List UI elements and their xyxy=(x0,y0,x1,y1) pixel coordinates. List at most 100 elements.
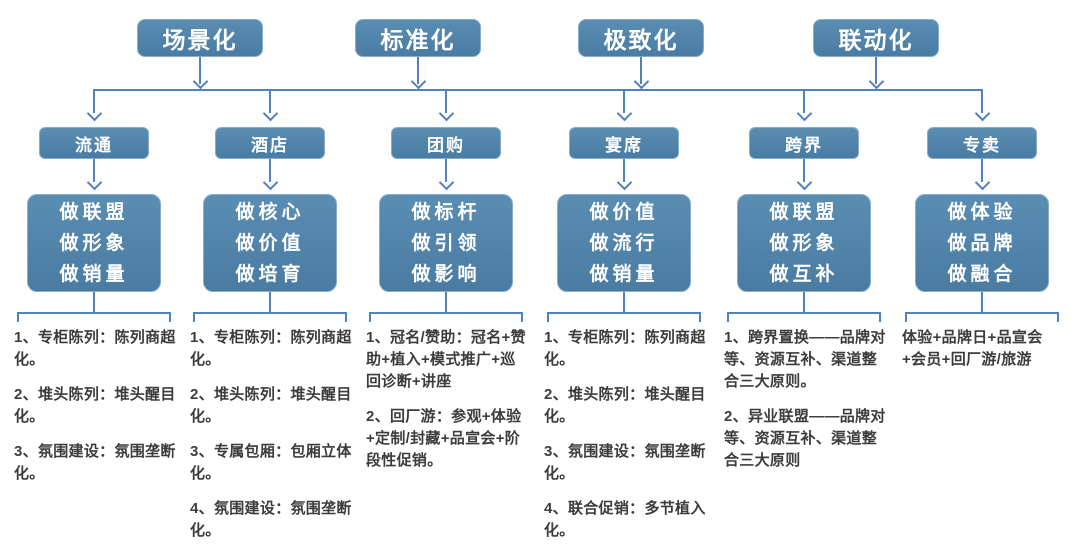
action-line: 做影响 xyxy=(411,263,481,285)
action-line: 做联盟 xyxy=(769,201,839,223)
tactic-item: 1、专柜陈列：陈列商超化。 xyxy=(14,329,176,368)
tactics-list-1: 1、专柜陈列：陈列商超化。 2、堆头陈列：堆头醒目化。 3、氛围建设：氛围垄断化… xyxy=(14,327,178,498)
tactic-item: 4、氛围建设：氛围垄断化。 xyxy=(190,500,352,539)
arrow-down-icon xyxy=(262,174,279,191)
tactic-item: 3、氛围建设：氛围垄断化。 xyxy=(14,443,176,482)
tactic-item: 2、堆头陈列：堆头醒目化。 xyxy=(544,386,706,425)
connector-vline xyxy=(981,89,983,113)
action-line: 做互补 xyxy=(769,263,839,285)
tactic-item: 1、专柜陈列：陈列商超化。 xyxy=(190,329,352,368)
tactic-item: 1、专柜陈列：陈列商超化。 xyxy=(544,329,706,368)
connector-vline xyxy=(623,292,625,313)
action-line: 做销量 xyxy=(59,263,129,285)
tactics-list-4: 1、专柜陈列：陈列商超化。 2、堆头陈列：堆头醒目化。 3、氛围建设：氛围垄断化… xyxy=(544,327,708,555)
bracket-shape xyxy=(547,312,701,322)
connector-vline xyxy=(803,292,805,313)
tactic-item: 体验+品牌日+品宣会+会员+回厂游/旅游 xyxy=(902,329,1043,368)
bracket-shape xyxy=(17,312,171,322)
tactics-list-2: 1、专柜陈列：陈列商超化。 2、堆头陈列：堆头醒目化。 3、专属包厢：包厢立体化… xyxy=(190,327,354,555)
connector-vline xyxy=(269,292,271,313)
tactic-item: 1、冠名/赞助：冠名+赞助+植入+模式推广+巡回诊断+讲座 xyxy=(366,329,526,390)
bracket-shape xyxy=(193,312,347,322)
connector-vline xyxy=(803,89,805,113)
arrow-down-icon xyxy=(192,73,209,90)
arrow-down-icon xyxy=(86,174,103,191)
channel-box-1: 流通 xyxy=(39,127,149,159)
connector-vline xyxy=(269,159,271,182)
tactic-item: 2、异业联盟——品牌对等、资源互补、渠道整合三大原则 xyxy=(724,408,886,469)
tactic-item: 2、堆头陈列：堆头醒目化。 xyxy=(14,386,176,425)
tactic-item: 1、跨界置换——品牌对等、资源互补、渠道整合三大原则。 xyxy=(724,329,886,390)
channel-box-5: 跨界 xyxy=(749,127,859,159)
action-line: 做培育 xyxy=(235,263,305,285)
connector-vline xyxy=(269,89,271,113)
strategy-box-4: 联动化 xyxy=(813,19,939,57)
tactics-list-5: 1、跨界置换——品牌对等、资源互补、渠道整合三大原则。 2、异业联盟——品牌对等… xyxy=(724,327,888,485)
tactic-item: 2、堆头陈列：堆头醒目化。 xyxy=(190,386,352,425)
tactics-list-3: 1、冠名/赞助：冠名+赞助+植入+模式推广+巡回诊断+讲座 2、回厂游：参观+体… xyxy=(366,327,530,485)
tactic-item: 3、专属包厢：包厢立体化。 xyxy=(190,443,352,482)
connector-vline xyxy=(803,159,805,182)
actions-box-6: 做体验 做品牌 做融合 xyxy=(915,194,1049,292)
tactic-item: 3、氛围建设：氛围垄断化。 xyxy=(544,443,706,482)
arrow-down-icon xyxy=(410,73,427,90)
connector-vline xyxy=(981,159,983,182)
action-line: 做引领 xyxy=(411,232,481,254)
connector-vline xyxy=(93,292,95,313)
action-line: 做标杆 xyxy=(411,201,481,223)
arrow-down-icon xyxy=(796,105,813,122)
connector-vline xyxy=(640,57,642,84)
connector-vline xyxy=(445,89,447,113)
arrow-down-icon xyxy=(616,105,633,122)
strategy-box-1: 场景化 xyxy=(137,19,263,57)
action-line: 做流行 xyxy=(589,232,659,254)
bracket-shape xyxy=(369,312,523,322)
connector-vline xyxy=(417,57,419,84)
action-line: 做品牌 xyxy=(947,232,1017,254)
connector-hline xyxy=(94,89,983,91)
strategy-box-3: 极致化 xyxy=(578,19,704,57)
actions-box-2: 做核心 做价值 做培育 xyxy=(203,194,337,292)
strategy-box-2: 标准化 xyxy=(355,19,481,57)
actions-box-1: 做联盟 做形象 做销量 xyxy=(27,194,161,292)
action-line: 做核心 xyxy=(235,201,305,223)
tactic-item: 2、回厂游：参观+体验+定制/封藏+品宣会+阶段性促销。 xyxy=(366,408,522,469)
action-line: 做形象 xyxy=(769,232,839,254)
tactic-item: 4、联合促销：多节植入化。 xyxy=(544,500,706,539)
action-line: 做体验 xyxy=(947,201,1017,223)
connector-vline xyxy=(623,159,625,182)
connector-vline xyxy=(93,159,95,182)
channel-box-2: 酒店 xyxy=(215,127,325,159)
bracket-shape xyxy=(905,312,1059,322)
actions-box-5: 做联盟 做形象 做互补 xyxy=(737,194,871,292)
arrow-down-icon xyxy=(974,105,991,122)
action-line: 做融合 xyxy=(947,263,1017,285)
connector-vline xyxy=(93,89,95,113)
arrow-down-icon xyxy=(974,174,991,191)
channel-box-6: 专卖 xyxy=(927,127,1037,159)
action-line: 做价值 xyxy=(589,201,659,223)
arrow-down-icon xyxy=(86,105,103,122)
tactics-list-6: 体验+品牌日+品宣会+会员+回厂游/旅游 xyxy=(902,327,1066,384)
channel-box-3: 团购 xyxy=(391,127,501,159)
connector-vline xyxy=(981,292,983,313)
action-line: 做联盟 xyxy=(59,201,129,223)
actions-box-4: 做价值 做流行 做销量 xyxy=(557,194,691,292)
connector-vline xyxy=(445,292,447,313)
arrow-down-icon xyxy=(616,174,633,191)
action-line: 做形象 xyxy=(59,232,129,254)
action-line: 做销量 xyxy=(589,263,659,285)
arrow-down-icon xyxy=(438,105,455,122)
connector-vline xyxy=(445,159,447,182)
action-line: 做价值 xyxy=(235,232,305,254)
connector-vline xyxy=(875,57,877,84)
connector-vline xyxy=(199,57,201,84)
channel-box-4: 宴席 xyxy=(569,127,679,159)
connector-vline xyxy=(623,89,625,113)
arrow-down-icon xyxy=(868,73,885,90)
actions-box-3: 做标杆 做引领 做影响 xyxy=(379,194,513,292)
arrow-down-icon xyxy=(633,73,650,90)
arrow-down-icon xyxy=(796,174,813,191)
arrow-down-icon xyxy=(438,174,455,191)
